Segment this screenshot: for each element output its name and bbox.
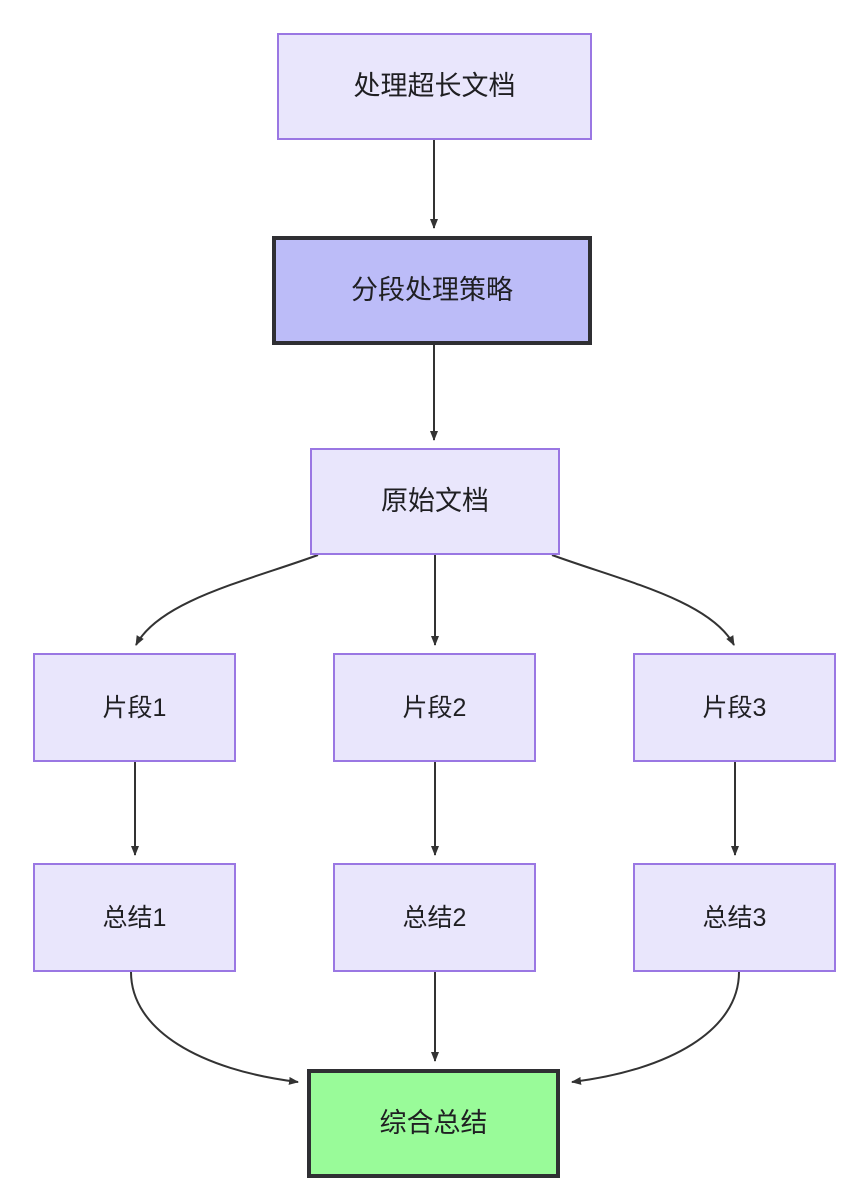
node-fragment-2[interactable]: 片段2 <box>333 653 536 762</box>
node-label: 处理超长文档 <box>353 71 516 102</box>
node-summary-1[interactable]: 总结1 <box>33 863 236 972</box>
node-label: 片段1 <box>102 693 167 722</box>
edge-n3-n6 <box>551 554 735 646</box>
node-process-long-document[interactable]: 处理超长文档 <box>277 33 592 140</box>
node-chunking-strategy[interactable]: 分段处理策略 <box>272 236 592 345</box>
node-label: 分段处理策略 <box>351 275 513 306</box>
node-final-summary[interactable]: 综合总结 <box>307 1069 560 1178</box>
node-summary-3[interactable]: 总结3 <box>633 863 836 972</box>
node-label: 总结1 <box>102 903 167 932</box>
node-fragment-3[interactable]: 片段3 <box>633 653 836 762</box>
edge-n3-n4 <box>135 554 319 646</box>
node-original-document[interactable]: 原始文档 <box>310 448 560 555</box>
edge-n7-n10 <box>130 971 299 1085</box>
node-fragment-1[interactable]: 片段1 <box>33 653 236 762</box>
node-label: 片段2 <box>402 693 467 722</box>
node-label: 总结2 <box>402 903 467 932</box>
node-summary-2[interactable]: 总结2 <box>333 863 536 972</box>
node-label: 原始文档 <box>381 486 489 517</box>
node-label: 综合总结 <box>379 1108 488 1139</box>
edge-n9-n10 <box>571 971 740 1085</box>
node-label: 片段3 <box>702 693 767 722</box>
node-label: 总结3 <box>702 903 767 932</box>
